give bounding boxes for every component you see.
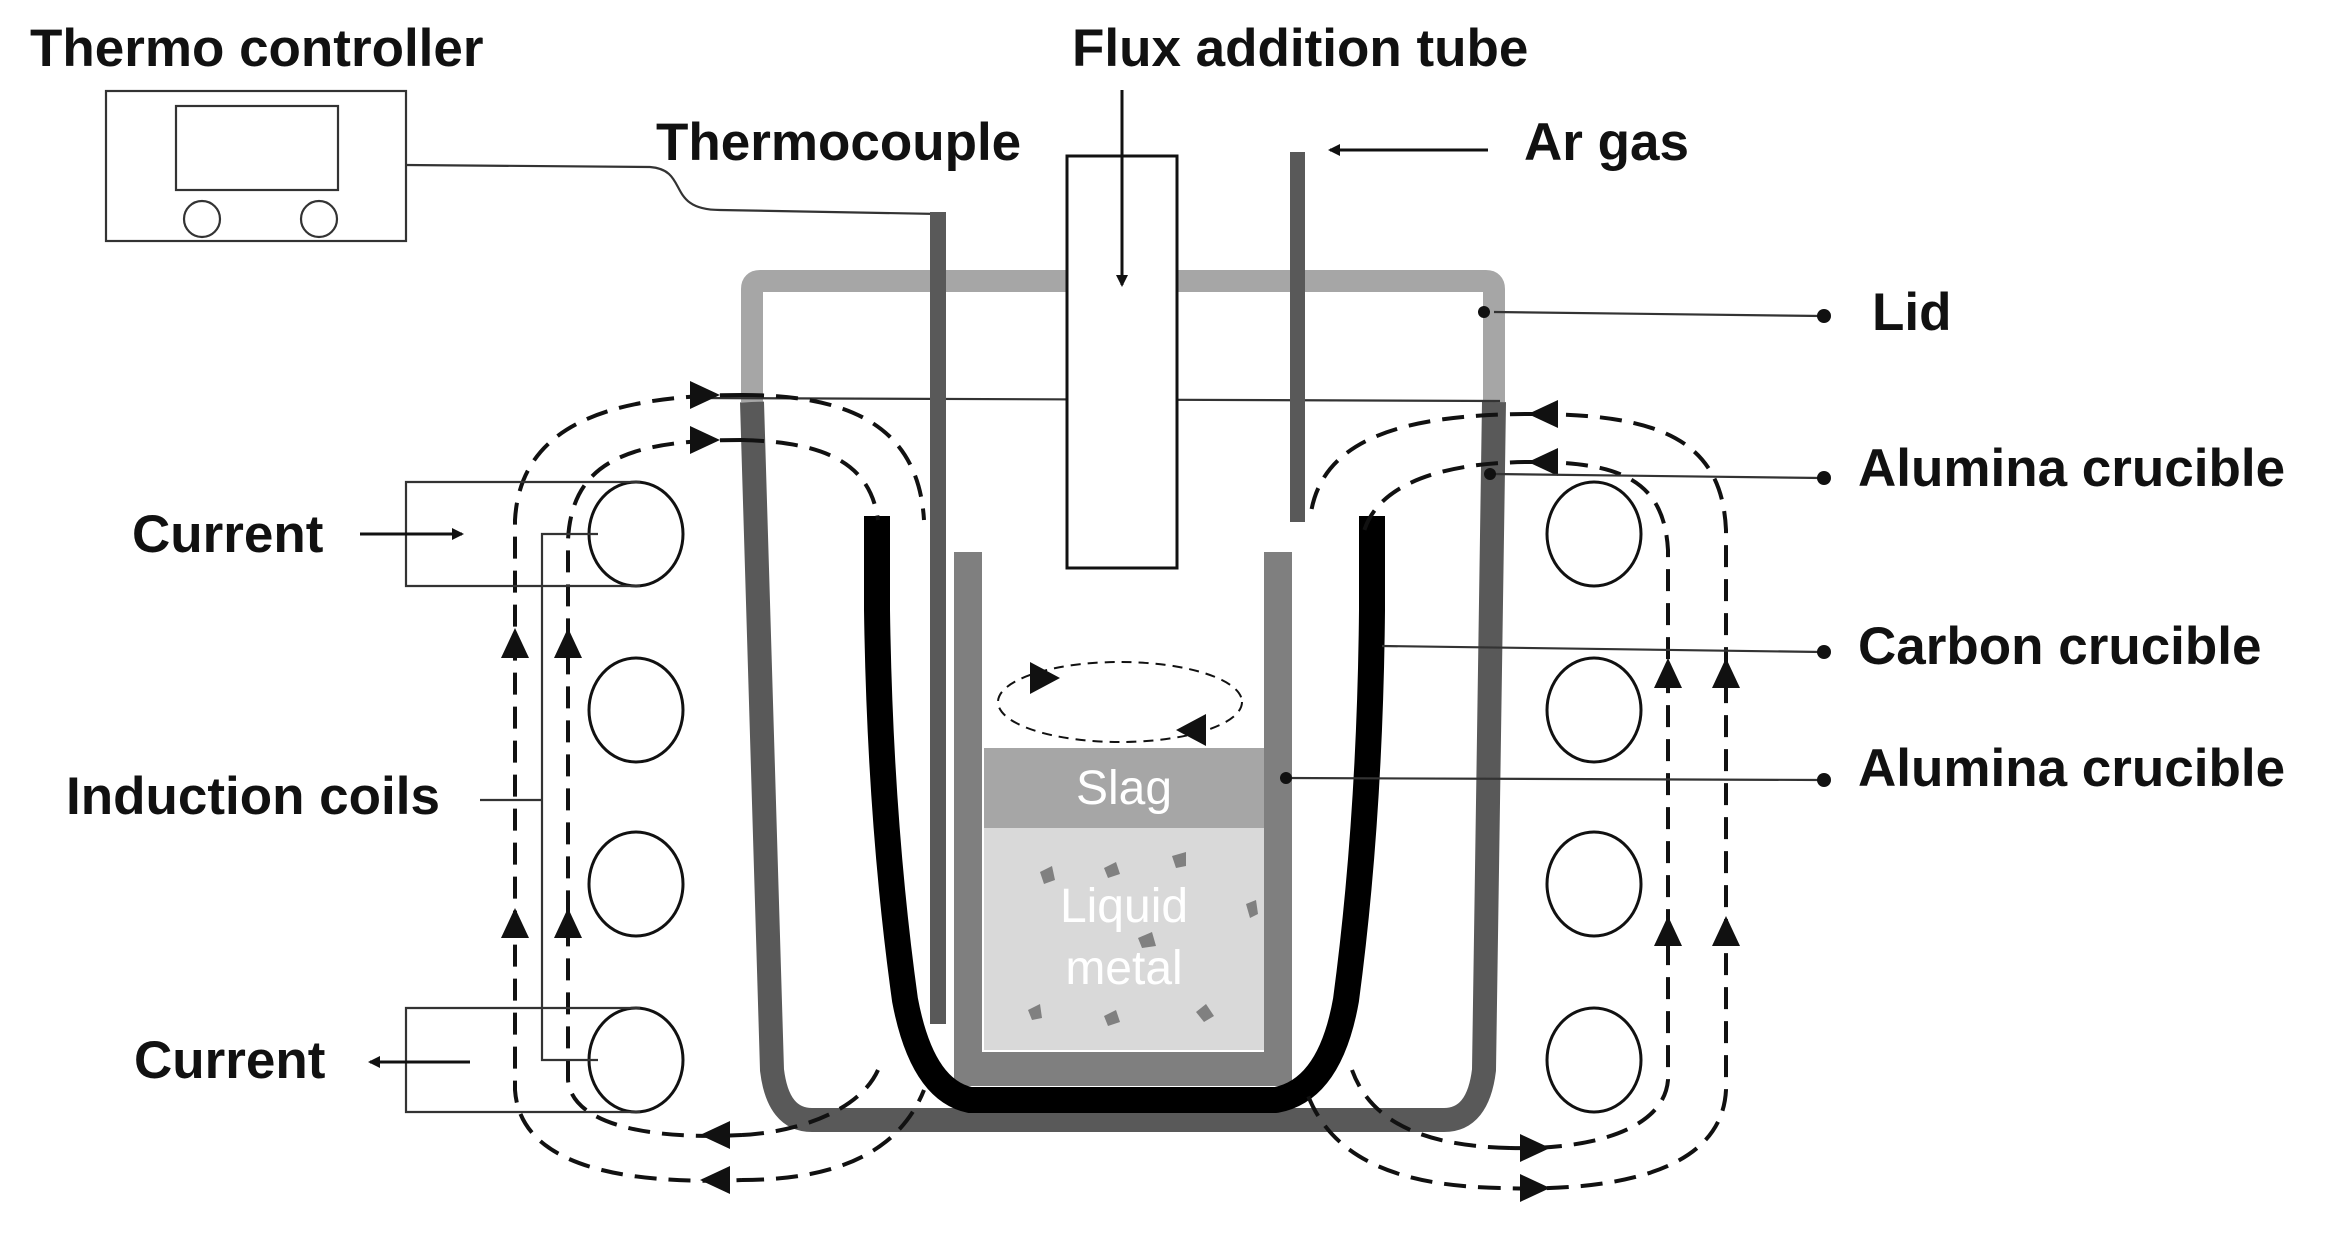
- flux-loop-left-bottom-outer: [741, 1089, 926, 1182]
- thermo-controller: [104, 89, 408, 243]
- flux-loop-right-bottom: [1350, 1069, 1511, 1150]
- label-alumina-crucible-inner: Alumina crucible: [1858, 739, 2285, 798]
- flux-arrowheads: [501, 381, 1740, 1202]
- coil-right-3: [1545, 830, 1643, 938]
- induction-coils-left: [587, 480, 685, 1114]
- label-liquid-metal-line2: metal: [1065, 942, 1182, 995]
- coil-right-4: [1545, 1006, 1643, 1114]
- coil-left-1: [587, 480, 685, 588]
- controller-knob-right: [299, 199, 339, 239]
- flux-loop-right-outer: [1499, 412, 1728, 1191]
- coil-left-4: [587, 1006, 685, 1114]
- ar-gas-tube: [1290, 152, 1305, 522]
- label-liquid-metal-line1: Liquid: [1060, 880, 1188, 933]
- label-lid: Lid: [1872, 283, 1951, 342]
- flux-loop-right-return-outer: [1308, 412, 1533, 521]
- stirring-arrow-bottom: [1176, 714, 1206, 746]
- controller-display: [174, 104, 340, 192]
- label-carbon-crucible: Carbon crucible: [1858, 617, 2261, 676]
- flux-loop-right-bottom-outer: [1304, 1089, 1501, 1190]
- flux-loop-right-inner: [1509, 460, 1670, 1151]
- label-alumina-crucible-outer: Alumina crucible: [1858, 439, 2285, 498]
- flux-loop-left-inner: [566, 438, 743, 1138]
- controller-knob-left: [182, 199, 222, 239]
- label-current-out: Current: [134, 1031, 325, 1090]
- stirring-arrow-top: [1030, 662, 1060, 694]
- coil-left-2: [587, 656, 685, 764]
- flux-loop-left-bottom: [741, 1069, 880, 1137]
- stirring-flow: [997, 661, 1243, 743]
- thermocouple-wire: [405, 163, 941, 216]
- alumina-crucible-outer: [740, 401, 1506, 1132]
- current-out-bracket: [404, 1006, 640, 1114]
- carbon-crucible: [864, 516, 1385, 1113]
- flux-loop-left-return-inner: [741, 438, 880, 521]
- coil-right-2: [1545, 656, 1643, 764]
- label-flux-addition-tube: Flux addition tube: [1072, 19, 1528, 78]
- flux-loop-right-return-inner: [1360, 460, 1533, 541]
- thermocouple-rod: [930, 212, 946, 1024]
- induction-coils-right: [1545, 480, 1643, 1114]
- label-slag: Slag: [1076, 762, 1172, 815]
- flux-loop-left-outer: [513, 393, 743, 1183]
- label-thermocouple: Thermocouple: [656, 113, 1021, 172]
- label-ar-gas: Ar gas: [1524, 113, 1689, 172]
- label-induction-coils: Induction coils: [66, 767, 440, 826]
- metal-particles: [1028, 852, 1258, 1026]
- coil-connection-wire: [540, 532, 598, 1062]
- leader-lines: [1280, 306, 1831, 787]
- slag-layer: [984, 748, 1264, 828]
- coil-left-3: [587, 830, 685, 938]
- liquid-metal: [984, 828, 1264, 1050]
- coil-right-1: [1545, 480, 1643, 588]
- alumina-crucible-inner: [954, 552, 1292, 1086]
- label-current-in: Current: [132, 505, 323, 564]
- label-thermo-controller: Thermo controller: [30, 19, 484, 78]
- flux-loop-left-return-outer: [741, 393, 926, 521]
